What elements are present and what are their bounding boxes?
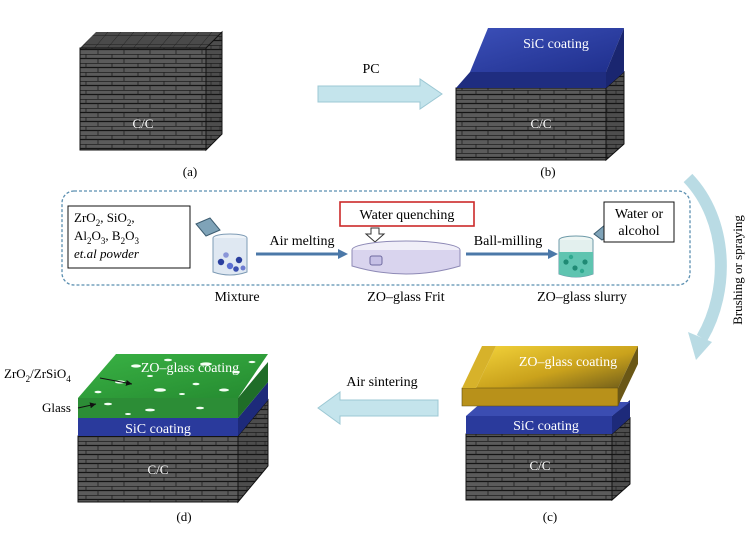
brushing-label: Brushing or spraying [730, 215, 745, 325]
zrsio4-particles [94, 358, 256, 415]
process-box: ZrO2, SiO2, Al2O3, B2O3 et.al powder Mix… [61, 190, 691, 305]
zo-glass-coating-side [238, 362, 268, 418]
sic-coating-label: SiC coating [125, 422, 191, 437]
water-quenching-label: Water quenching [360, 208, 455, 223]
cc-side-face [605, 70, 625, 162]
panel-d: ZO–glass coating SiC coating C/C ZrO2/Zr… [4, 354, 269, 524]
slurry-label: ZO–glass slurry [537, 290, 627, 305]
sic-coating-label: SiC coating [513, 419, 579, 434]
sic-coating-label: SiC coating [523, 37, 589, 52]
process-dashed-border [61, 190, 691, 286]
ball-milling-label: Ball-milling [474, 234, 542, 249]
panel-b: SiC coating C/C (b) [455, 28, 625, 179]
frit-label: ZO–glass Frit [367, 290, 445, 305]
zo-glass-coating-label: ZO–glass coating [519, 355, 617, 370]
brushing-arrow: Brushing or spraying [683, 173, 745, 360]
glass-callout: Glass [42, 400, 71, 415]
mixture-label: Mixture [214, 290, 259, 305]
caption-a: (a) [183, 164, 197, 179]
powder-line-3: et.al powder [74, 246, 140, 261]
zo-glass-coating-label: ZO–glass coating [141, 361, 239, 376]
zo-glass-coating-front [461, 387, 619, 407]
sic-coating-front [456, 72, 606, 88]
caption-c: (c) [543, 509, 557, 524]
caption-d: (d) [176, 509, 191, 524]
cc-top-face [80, 32, 222, 48]
zro2-zrsio4-callout: ZrO2/ZrSiO4 [4, 366, 71, 384]
solvent-line-2: alcohol [618, 224, 659, 239]
petri-dish-icon [351, 240, 461, 275]
sic-coating-top [470, 28, 624, 72]
solvent-box [603, 201, 675, 243]
panel-c: ZO–glass coating SiC coating C/C (c) [461, 346, 638, 524]
callout-pointer [77, 402, 97, 409]
cc-label: C/C [531, 116, 552, 131]
cc-label: C/C [530, 458, 551, 473]
caption-b: (b) [540, 164, 555, 179]
zo-glass-coating-top [476, 346, 638, 388]
solvent-line-1: Water or [615, 207, 664, 222]
sic-coating-side [606, 28, 624, 88]
beaker-icon [212, 233, 248, 276]
air-melting-label: Air melting [270, 234, 335, 249]
callout-pointer [99, 377, 133, 386]
zo-glass-coating-side [618, 346, 638, 406]
zo-glass-coating-top [78, 354, 268, 398]
down-arrow-icon [364, 227, 386, 243]
cc-front-face [79, 47, 207, 151]
water-quenching-box [339, 201, 475, 227]
sic-coating-front [466, 416, 612, 434]
spatula-icon [195, 217, 221, 237]
cc-side-face [611, 416, 631, 502]
air-sintering-arrow: Air sintering [317, 375, 439, 425]
powder-box [67, 205, 191, 269]
zo-glass-coating-left [462, 346, 496, 388]
powder-line-1: ZrO2, SiO2, [74, 210, 135, 228]
pc-label: PC [362, 62, 379, 77]
cc-label: C/C [133, 116, 154, 131]
sic-coating-side [238, 382, 268, 436]
panel-a: C/C (a) [79, 30, 223, 179]
sic-coating-side [612, 400, 630, 434]
cc-side-face [205, 30, 223, 152]
sic-coating-front [78, 418, 238, 436]
pc-arrow: PC [317, 62, 443, 110]
slurry-beaker-icon [558, 235, 594, 278]
air-sintering-label: Air sintering [346, 375, 417, 390]
zo-glass-coating-front [78, 398, 238, 418]
cc-label: C/C [148, 462, 169, 477]
